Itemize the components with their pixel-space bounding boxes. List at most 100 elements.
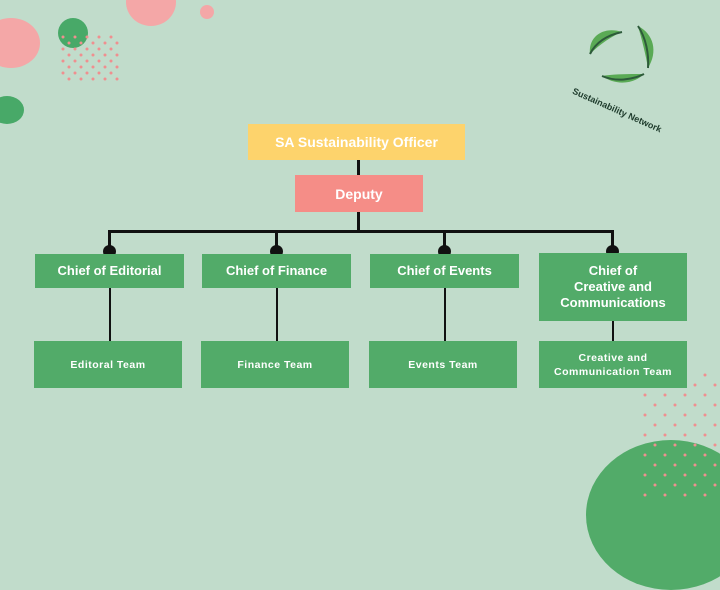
decor-dot [693,463,697,467]
decor-dot [79,77,83,81]
deputy-box: Deputy [295,175,423,212]
decor-dot [693,423,697,427]
decor-dot [73,71,77,75]
editorial-team-box: Editoral Team [34,341,182,388]
connector-deputy-bar [357,212,360,232]
decor-dot [693,443,697,447]
decor-dot [673,443,677,447]
connector-drop-finance [275,230,278,252]
connector-drop-events [443,230,446,252]
decor-dot [683,453,687,457]
decor-dot [713,483,717,487]
decor-dot [673,403,677,407]
decor-dot [683,493,687,497]
decor-dot [663,473,667,477]
decor-dot [103,53,107,57]
decor-dot [693,383,697,387]
decor-dot [703,373,707,377]
decor-dot [663,453,667,457]
decor-dot [91,77,95,81]
decor-dot [673,483,677,487]
decor-dot [109,71,113,75]
connector-officer-deputy [357,160,360,175]
decor-dot [67,77,71,81]
decor-dot [97,47,101,51]
decor-dot [653,463,657,467]
decor-dot [653,483,657,487]
decor-dot [79,53,83,57]
green-blob-small [58,18,88,48]
decor-dot [643,413,647,417]
decor-dot [663,493,667,497]
decor-dot [79,65,83,69]
connector-editorial-team [109,288,111,341]
decor-dot [643,393,647,397]
green-blob-left-edge [0,96,24,124]
decor-dot [643,453,647,457]
decor-dot [103,77,107,81]
decor-dot [97,35,101,39]
decor-dot [713,383,717,387]
decor-dot [643,473,647,477]
decor-dot [61,59,65,63]
decor-dot [115,77,119,81]
decor-dot [85,35,89,39]
decor-dot [85,59,89,63]
decor-dot [713,443,717,447]
pink-dot-pattern-top-left [61,35,119,81]
decor-dot [85,47,89,51]
decor-dot [683,413,687,417]
finance-team-box: Finance Team [201,341,349,388]
connector-drop-creative [611,230,614,252]
decor-dot [653,423,657,427]
connector-finance-team [276,288,278,341]
decor-dot [115,53,119,57]
decor-dot [115,41,119,45]
decor-dot [653,443,657,447]
decor-dot [109,35,113,39]
logo-text: Sustainability Network [570,86,664,135]
decor-dot [713,423,717,427]
decor-dot [97,71,101,75]
decor-dot [643,493,647,497]
connector-creative-team [612,321,614,341]
decor-dot [703,493,707,497]
chief-creative-box: Chief of Creative and Communications [539,253,687,321]
decor-dot [663,413,667,417]
decor-dot [61,71,65,75]
horizontal-connector-bar [108,230,614,233]
decor-dot [693,403,697,407]
creative-team-box: Creative and Communication Team [539,341,687,388]
decor-dot [97,59,101,63]
decor-dot [703,393,707,397]
chief-finance-box: Chief of Finance [202,254,351,288]
decor-dot [67,41,71,45]
decor-dot [79,41,83,45]
decor-dot [653,403,657,407]
decor-dot [67,53,71,57]
recycle-leaves-icon [589,25,654,83]
decor-dot [61,35,65,39]
decor-dot [73,47,77,51]
events-team-box: Events Team [369,341,517,388]
decor-dot [73,35,77,39]
pink-blob-top-left [0,18,40,68]
decor-dot [109,47,113,51]
decor-dot [91,41,95,45]
decor-dot [703,433,707,437]
pink-blob-top-center [126,0,176,26]
decor-dot [91,65,95,69]
decor-dot [683,473,687,477]
decor-dot [663,433,667,437]
decor-dot [713,463,717,467]
decor-dot [103,41,107,45]
decor-dot [703,453,707,457]
pink-dot-pattern-bottom-right [643,373,717,497]
decor-dot [683,393,687,397]
decor-dot [61,47,65,51]
pink-dot-top [200,5,214,19]
chief-editorial-box: Chief of Editorial [35,254,184,288]
decor-dot [109,59,113,63]
connector-drop-editorial [108,230,111,252]
decor-dot [103,65,107,69]
